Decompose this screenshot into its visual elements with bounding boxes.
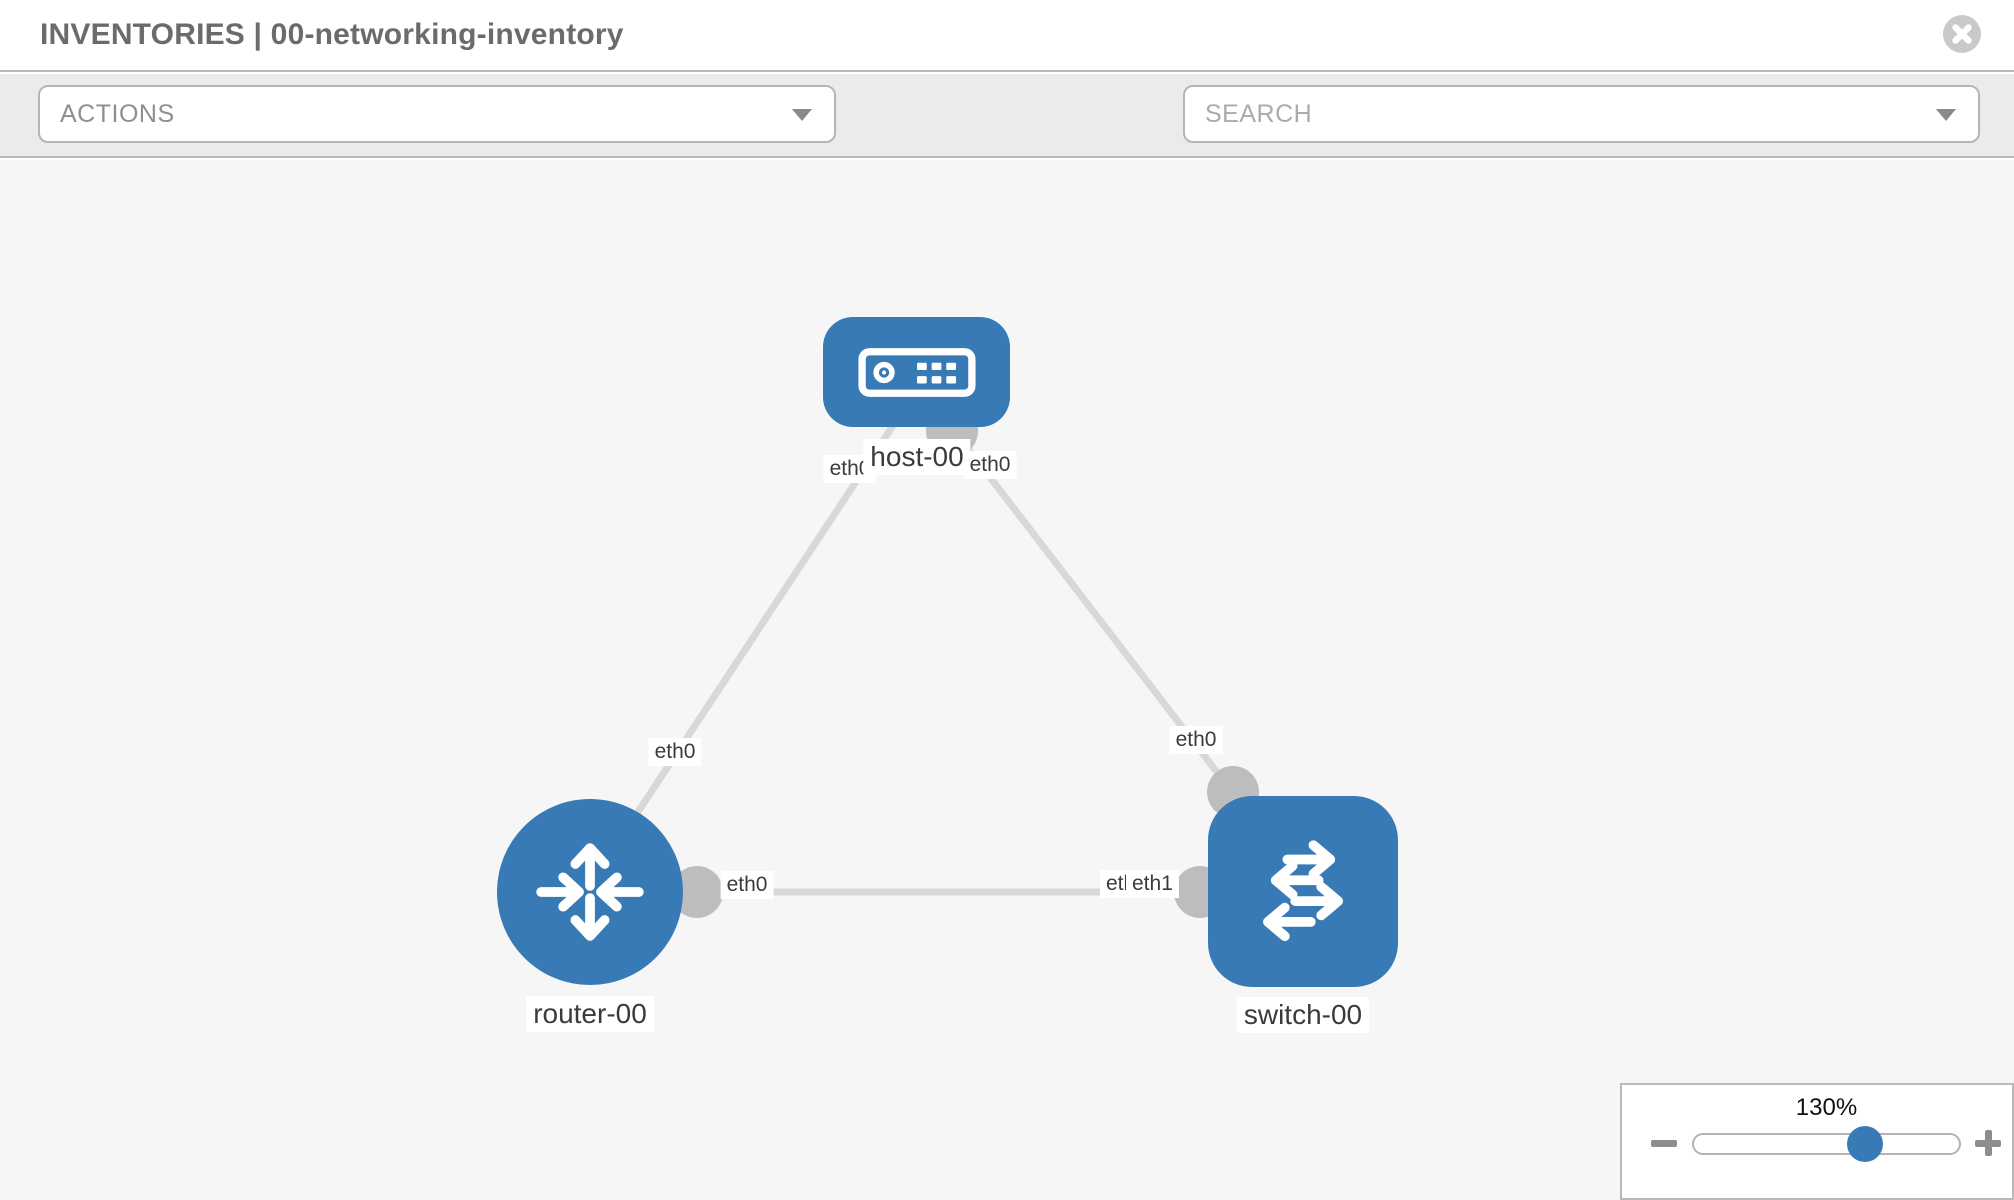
- actions-dropdown-label: ACTIONS: [60, 100, 175, 128]
- zoom-panel: 130%: [1620, 1083, 2014, 1200]
- page-title: INVENTORIES | 00-networking-inventory: [40, 18, 624, 51]
- chevron-down-icon: [1936, 109, 1956, 121]
- search-input[interactable]: [1205, 87, 1928, 141]
- zoom-in-button[interactable]: [1975, 1130, 2001, 1156]
- node-host-00[interactable]: [823, 317, 1010, 427]
- zoom-level-value: 130%: [1795, 1094, 1858, 1121]
- close-button[interactable]: [1943, 15, 1981, 53]
- if-label-switch-eth1: eth1: [1126, 870, 1179, 898]
- node-label-router-00: router-00: [526, 996, 654, 1032]
- header: INVENTORIES | 00-networking-inventory: [0, 0, 2014, 72]
- if-label-switch-eth0-top: eth0: [1169, 726, 1223, 754]
- x-circle-icon: [1943, 15, 1981, 53]
- host-icon: [857, 347, 976, 397]
- node-label-switch-00: switch-00: [1236, 997, 1370, 1033]
- node-label-host-00: host-00: [863, 439, 971, 475]
- minus-icon: [1651, 1140, 1677, 1147]
- zoom-slider-track[interactable]: [1692, 1126, 1961, 1162]
- zoom-slider-thumb[interactable]: [1847, 1126, 1883, 1162]
- actions-dropdown[interactable]: ACTIONS: [38, 85, 836, 143]
- links-layer: [631, 405, 1259, 918]
- if-label-host-eth0-right: eth0: [963, 451, 1017, 479]
- chevron-down-icon: [792, 109, 812, 121]
- search-combobox[interactable]: [1183, 85, 1980, 143]
- topology-canvas[interactable]: host-00 router-00 switch-00 eth0 eth0 et…: [0, 160, 2014, 1200]
- zoom-out-button[interactable]: [1651, 1130, 1677, 1156]
- port-router-eth0: [671, 866, 723, 918]
- plus-icon: [1985, 1130, 1992, 1156]
- switch-icon: [1263, 839, 1343, 941]
- if-label-router-eth0-top: eth0: [648, 738, 702, 766]
- node-router-00[interactable]: [497, 799, 683, 985]
- if-label-router-eth0-right: eth0: [720, 871, 774, 899]
- node-switch-00[interactable]: [1208, 796, 1398, 987]
- router-icon: [536, 843, 644, 941]
- toolbar: ACTIONS: [0, 74, 2014, 210]
